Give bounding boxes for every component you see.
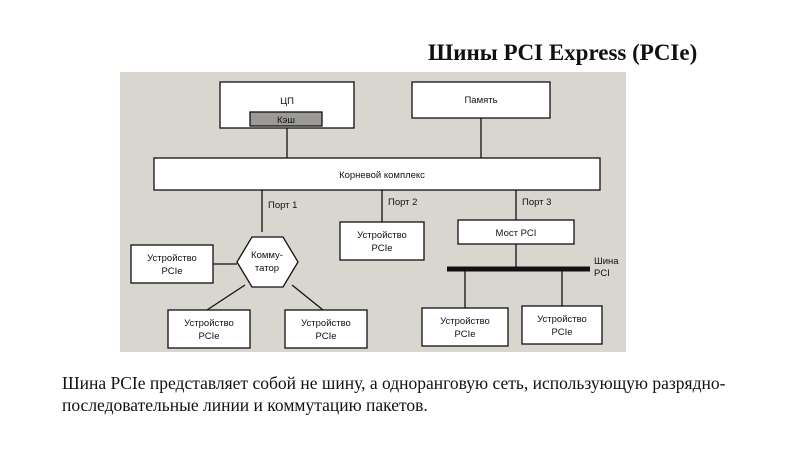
page-title: Шины PCI Express (PCIe) [428, 40, 698, 65]
switch-device-bottom-left-link [206, 284, 246, 311]
device-label-line2: PCIe [551, 327, 572, 338]
switch-device-bottom-right-link [291, 284, 324, 311]
root-complex-label: Корневой комплекс [339, 170, 425, 181]
device-box-port2 [339, 221, 425, 261]
memory-label: Память [464, 95, 497, 106]
pci-bridge-label: Мост PCI [496, 228, 537, 239]
device-label-line2: PCIe [371, 243, 392, 254]
device-label-line2: PCIe [161, 266, 182, 277]
device-label-line2: PCIe [454, 329, 475, 340]
switch-label-line2: татор [255, 263, 279, 274]
device-box-switch-left [130, 244, 214, 284]
device-label-line1: Устройство [537, 314, 587, 325]
cache-label: Кэш [277, 115, 295, 126]
port1-label: Порт 1 [268, 200, 297, 211]
device-label-line1: Устройство [184, 318, 234, 329]
port3-label: Порт 3 [522, 197, 551, 208]
device-label-line1: Устройство [147, 253, 197, 264]
device-label-line2: PCIe [315, 331, 336, 342]
pci-bridge-box [457, 219, 575, 245]
device-box-switch-bottom-right [284, 309, 368, 349]
device-label-line2: PCIe [198, 331, 219, 342]
device-label-line1: Устройство [357, 230, 407, 241]
root-complex-box [153, 157, 601, 191]
cache-box [249, 111, 323, 127]
device-label-line1: Устройство [440, 316, 490, 327]
device-label-line1: Устройство [301, 318, 351, 329]
device-box-pci-right [521, 305, 603, 345]
memory-box [411, 81, 551, 119]
device-box-pci-left [421, 307, 509, 347]
description-text: Шина PCIe представляет собой не шину, а … [62, 373, 726, 415]
diagram-scan-background [120, 72, 626, 352]
pci-bus-label-line2: PCI [594, 268, 610, 279]
cpu-label: ЦП [280, 96, 294, 107]
device-box-switch-bottom-left [167, 309, 251, 349]
pci-bus-label-line1: Шина [594, 256, 619, 267]
switch-label-line1: Комму- [251, 250, 283, 261]
port2-label: Порт 2 [388, 197, 417, 208]
switch-hexagon [236, 236, 299, 288]
